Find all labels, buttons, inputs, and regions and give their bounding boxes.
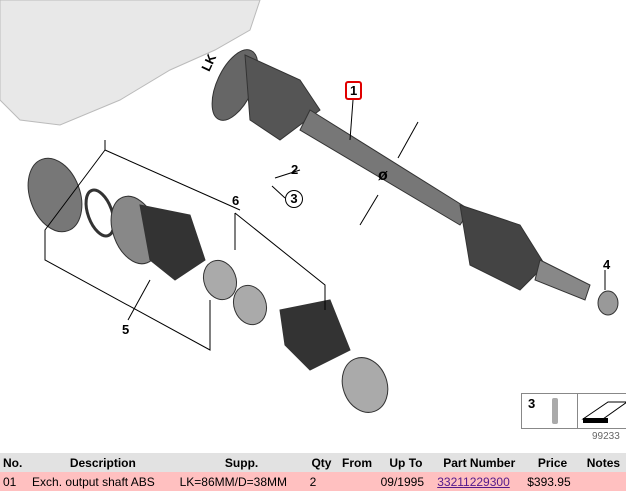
col-part-number: Part Number <box>434 453 525 472</box>
col-supp: Supp. <box>176 453 307 472</box>
diameter-label: ø <box>378 167 388 184</box>
cell-notes <box>580 472 626 491</box>
parts-table: No. Description Supp. Qty From Up To Par… <box>0 453 626 491</box>
col-description: Description <box>29 453 177 472</box>
arrow-plate <box>577 393 626 429</box>
leader-lines <box>44 99 606 351</box>
transfer-case-housing <box>0 0 261 126</box>
col-qty: Qty <box>306 453 337 472</box>
cell-no: 01 <box>0 472 30 491</box>
col-up-to: Up To <box>377 453 435 472</box>
callout-5[interactable]: 5 <box>122 322 130 337</box>
table-row: 01 Exch. output shaft ABS LK=86MM/D=38MM… <box>0 472 626 491</box>
col-price: Price <box>524 453 581 472</box>
part-number-link[interactable]: 33211229300 <box>437 474 510 489</box>
parts-diagram <box>0 0 619 413</box>
image-number: 99233 <box>592 431 620 442</box>
col-no: No. <box>0 453 30 472</box>
arrow-icon <box>581 401 626 423</box>
table-header: No. Description Supp. Qty From Up To Par… <box>0 453 626 472</box>
cell-qty: 2 <box>306 472 337 491</box>
output-shaft <box>211 49 619 316</box>
cell-supp: LK=86MM/D=38MM <box>176 472 307 491</box>
cell-up-to: 09/1995 <box>377 472 435 491</box>
callout-3[interactable]: 3 <box>285 190 303 208</box>
col-notes: Notes <box>580 453 626 472</box>
bolt-icon <box>552 398 558 424</box>
cell-description: Exch. output shaft ABS <box>29 472 177 491</box>
col-from: From <box>336 453 378 472</box>
callout-1[interactable]: 1 <box>345 81 363 100</box>
callout-4[interactable]: 4 <box>603 257 611 272</box>
callout-2[interactable]: 2 <box>291 162 299 177</box>
callout-6[interactable]: 6 <box>232 193 240 208</box>
boot-kit-parts <box>27 157 389 413</box>
cell-price: $393.95 <box>524 472 581 491</box>
plate-item-number: 3 <box>528 396 536 411</box>
cell-from <box>336 472 378 491</box>
bolt-plate: 3 <box>521 393 579 429</box>
